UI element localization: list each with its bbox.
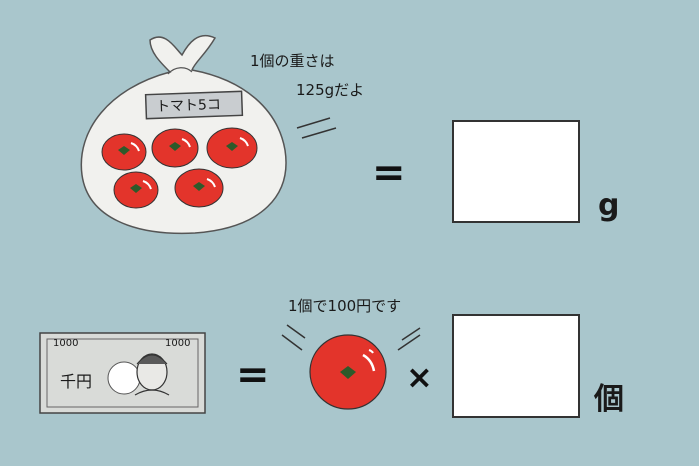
bill-number: 1000 xyxy=(53,338,79,349)
single-tomato xyxy=(309,334,387,410)
weight-speech-line2: 125gだよ xyxy=(296,81,365,99)
bag-label: トマト5コ xyxy=(155,96,222,116)
weight-speech-line1: 1個の重さは xyxy=(250,52,335,70)
thousand-yen-bill xyxy=(39,332,206,414)
bag-tomato xyxy=(101,133,147,171)
equals-sign-bottom: = xyxy=(236,352,270,398)
times-sign: × xyxy=(406,358,433,396)
speech-lines-top xyxy=(296,117,337,139)
count-unit: 個 xyxy=(594,382,624,417)
bill-number-right: 1000 xyxy=(165,338,191,349)
bag-tomato xyxy=(151,128,199,168)
speech-lines-bottom xyxy=(281,324,421,351)
bag-tomato xyxy=(174,168,224,208)
gram-unit: g xyxy=(598,188,620,223)
price-speech: 1個で100円です xyxy=(288,297,402,315)
equals-sign-top: = xyxy=(372,150,406,196)
quantity-answer-box[interactable] xyxy=(452,314,580,418)
bag-tomato xyxy=(113,171,159,209)
weight-answer-box[interactable] xyxy=(452,120,580,223)
bag-tomato xyxy=(206,127,258,169)
bill-text: 千円 xyxy=(60,372,93,391)
